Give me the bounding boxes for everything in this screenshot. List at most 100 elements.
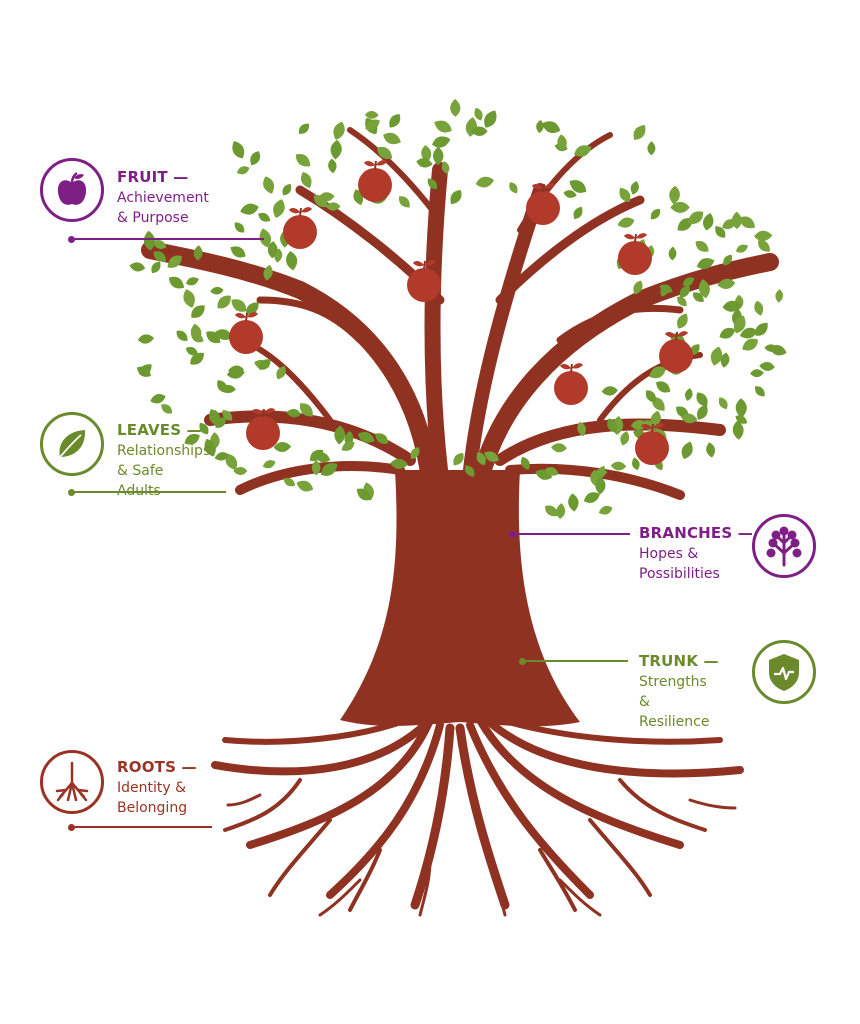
branches-leader-line — [512, 533, 630, 535]
leaf — [633, 124, 646, 140]
leaf — [659, 284, 673, 294]
leaf — [775, 289, 784, 303]
fruit-leader-dot — [68, 236, 75, 243]
leaf — [234, 222, 245, 233]
leaf — [204, 438, 216, 457]
leaf — [150, 394, 166, 404]
leaf — [557, 134, 567, 151]
apple-fruit — [229, 312, 263, 354]
leaf — [221, 384, 236, 394]
leaf — [286, 408, 301, 418]
leaf — [377, 146, 393, 159]
branches-description: Hopes & Possibilities — [639, 546, 720, 582]
leaf — [184, 433, 200, 445]
leaf — [509, 182, 518, 194]
leaf — [341, 441, 355, 451]
leaf — [357, 431, 375, 443]
leaf — [441, 161, 450, 174]
leaf — [735, 398, 747, 418]
leaf — [677, 296, 687, 307]
leaf — [595, 476, 606, 495]
trunk-leader-line — [522, 660, 628, 662]
leaf — [217, 295, 231, 309]
leaf — [334, 425, 346, 445]
leaf — [563, 190, 577, 198]
leaf — [263, 264, 273, 281]
leaf — [311, 460, 321, 476]
leaf — [484, 110, 497, 128]
leaf — [263, 176, 275, 194]
leaves-leader-dot — [68, 489, 75, 496]
leaf — [583, 492, 601, 503]
leaf — [656, 381, 671, 393]
leaf — [325, 202, 341, 211]
leaf — [698, 279, 710, 299]
leaf — [389, 114, 401, 128]
leaf — [186, 277, 199, 286]
leaf — [215, 329, 233, 340]
leaf — [129, 262, 146, 272]
leaf — [137, 334, 155, 344]
leaf — [230, 246, 246, 258]
leaf — [681, 441, 693, 459]
apple-fruit — [618, 233, 652, 275]
leaf — [210, 286, 224, 295]
leaf — [421, 145, 432, 163]
leaf — [190, 352, 205, 365]
leaf — [620, 431, 630, 446]
leaf — [569, 180, 587, 193]
shield-heart-icon — [752, 640, 816, 704]
apple-fruit — [554, 363, 588, 405]
tree-branches — [141, 127, 779, 500]
leaf — [453, 453, 464, 466]
leaf — [645, 390, 656, 403]
leaf — [574, 145, 592, 157]
leaf — [375, 433, 389, 444]
leaf — [410, 447, 420, 460]
leaf — [630, 181, 639, 195]
leaf — [231, 299, 247, 312]
leaf — [383, 132, 401, 145]
leaf — [545, 467, 559, 476]
leaf — [259, 228, 272, 248]
leaves-leader-line — [72, 491, 226, 493]
leaf — [573, 206, 583, 220]
leaf — [633, 280, 643, 295]
leaf — [328, 158, 337, 174]
leaf — [475, 176, 494, 188]
leaf — [153, 251, 167, 262]
leaf — [161, 404, 173, 414]
leaf — [739, 327, 758, 339]
leaf — [356, 488, 371, 501]
leaf — [233, 467, 248, 475]
leaf — [427, 178, 438, 190]
leaf — [191, 305, 205, 318]
leaf — [695, 240, 709, 252]
leaf — [286, 251, 298, 271]
leaf — [520, 456, 530, 470]
leaf — [199, 422, 209, 435]
leaf — [190, 333, 204, 343]
leaf — [365, 119, 380, 131]
tree-fruits — [229, 160, 693, 465]
tree-trunk — [340, 470, 580, 727]
leaf — [176, 330, 188, 341]
leaf — [300, 172, 312, 189]
leaf — [696, 404, 708, 420]
leaf — [185, 346, 199, 356]
leaf — [715, 226, 726, 238]
tree-roots — [211, 712, 744, 917]
leaf-icon — [40, 412, 104, 476]
trunk-description: Strengths & Resilience — [639, 674, 710, 730]
leaf — [273, 441, 292, 452]
roots-description: Identity & Belonging — [117, 780, 188, 816]
leaf — [139, 364, 152, 376]
leaf — [226, 368, 245, 379]
leaf — [333, 121, 345, 140]
leaves-title: LEAVES — — [117, 421, 202, 439]
leaf — [476, 451, 486, 466]
leaf — [568, 493, 579, 512]
leaf — [267, 241, 278, 259]
leaf — [556, 503, 566, 519]
